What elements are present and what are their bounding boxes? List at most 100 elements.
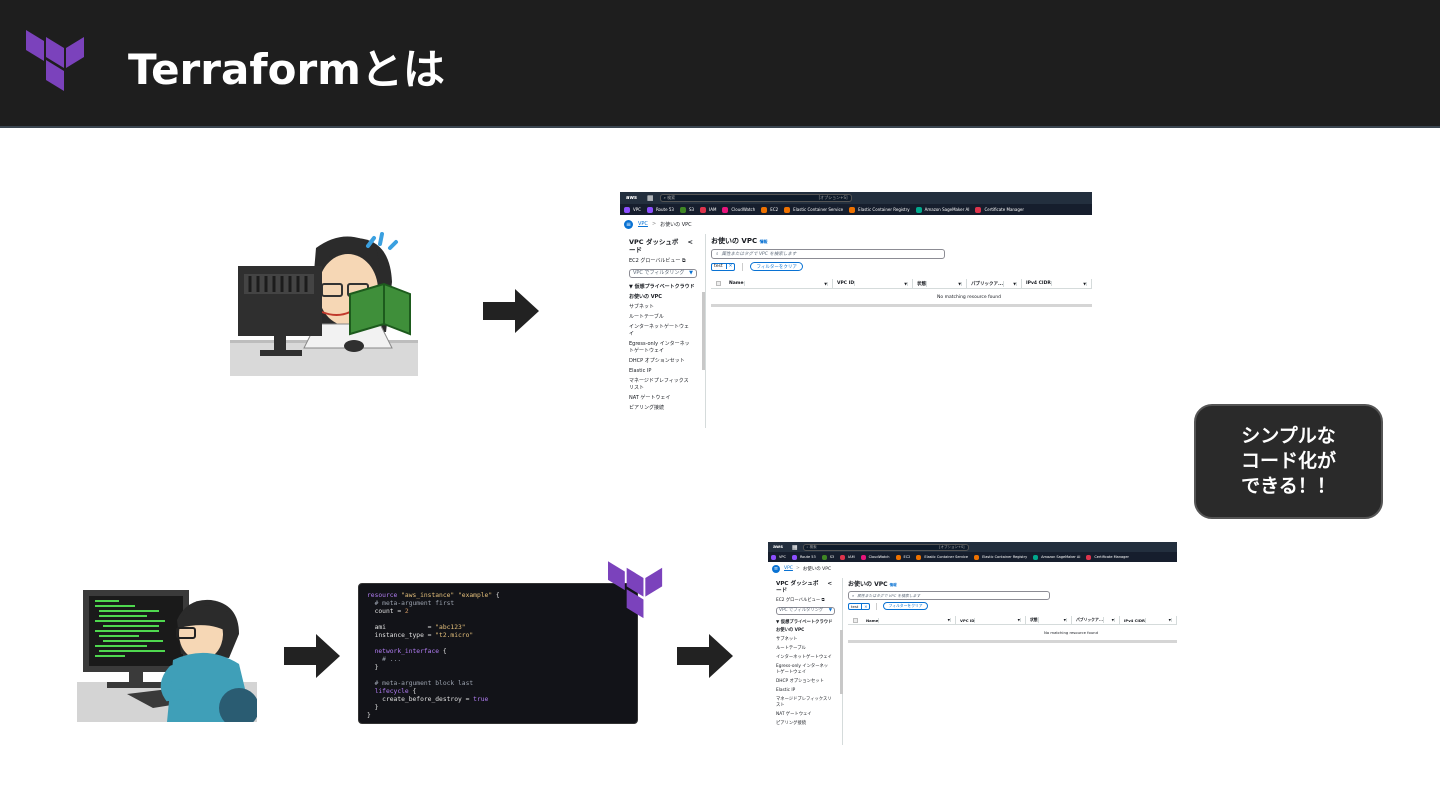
column-label: VPC ID — [837, 281, 856, 286]
favorite-item[interactable]: VPC — [624, 206, 641, 213]
favorite-item[interactable]: Elastic Container Registry — [974, 554, 1027, 560]
favorite-item[interactable]: CloudWatch — [722, 206, 755, 213]
filter-token[interactable]: test✕ — [711, 262, 736, 271]
clear-filters-button[interactable]: フィルターをクリア — [883, 602, 928, 610]
sidebar-item[interactable]: Elastic IP — [776, 688, 796, 693]
sidebar-item[interactable]: ルートテーブル — [629, 314, 664, 320]
empty-message: No matching resource found — [1044, 630, 1098, 635]
sidebar-item[interactable]: マネージドプレフィックスリスト — [629, 378, 689, 391]
breadcrumb-vpc-link[interactable]: VPC — [784, 566, 793, 571]
sidebar-item[interactable]: サブネット — [776, 637, 798, 642]
vpc-search-input[interactable]: ⌕属性またはタグで VPC を検索します — [711, 249, 945, 259]
favorite-label: CloudWatch — [868, 555, 890, 559]
favorite-label: Elastic Container Registry — [858, 207, 910, 212]
service-icon — [1033, 554, 1039, 560]
favorite-item[interactable]: Elastic Container Registry — [849, 206, 910, 213]
sidebar-collapse-icon[interactable]: < — [827, 581, 832, 587]
select-all-checkbox[interactable] — [711, 279, 725, 288]
sidebar-item[interactable]: ピアリング接続 — [629, 405, 665, 411]
close-icon[interactable]: ✕ — [725, 264, 735, 269]
sidebar-item[interactable]: NAT ゲートウェイ — [629, 395, 671, 401]
column-header[interactable]: Name▼ — [862, 616, 956, 624]
favorite-item[interactable]: EC2 — [895, 554, 910, 560]
code-line: # ... — [367, 656, 629, 664]
favorite-item[interactable]: Certificate Manager — [1086, 554, 1129, 560]
favorite-item[interactable]: Route 53 — [791, 554, 816, 560]
column-header[interactable]: VPC ID▼ — [956, 616, 1026, 624]
favorite-label: Elastic Container Service — [924, 555, 969, 559]
service-icon — [821, 554, 827, 560]
info-link[interactable]: 情報 — [759, 239, 768, 244]
favorite-item[interactable]: VPC — [771, 554, 786, 560]
sidebar-item[interactable]: インターネットゲートウェイ — [629, 324, 690, 337]
menu-icon[interactable]: ≡ — [772, 564, 780, 573]
sidebar-item[interactable]: Egress-only インターネットゲートウェイ — [629, 341, 690, 354]
favorite-item[interactable]: Elastic Container Service — [784, 206, 844, 213]
column-header[interactable]: IPv4 CIDR▼ — [1022, 279, 1092, 288]
column-header[interactable]: IPv4 CIDR▼ — [1120, 616, 1177, 624]
favorite-item[interactable]: IAM — [700, 206, 717, 213]
favorite-item[interactable]: Certificate Manager — [975, 206, 1024, 213]
clear-filters-button[interactable]: フィルターをクリア — [750, 262, 803, 271]
favorite-item[interactable]: CloudWatch — [860, 554, 890, 560]
sidebar-section-vpc[interactable]: ▼ 仮想プライベートクラウド — [776, 620, 833, 625]
vpc-filter-select[interactable]: VPC でフィルタリング▼ — [776, 607, 835, 615]
close-icon[interactable]: ✕ — [861, 603, 869, 609]
sidebar-item[interactable]: NAT ゲートウェイ — [776, 712, 812, 717]
favorite-label: Route 53 — [799, 555, 816, 559]
favorite-item[interactable]: Route 53 — [646, 206, 674, 213]
favorite-item[interactable]: Amazon SageMaker AI — [915, 206, 969, 213]
column-header[interactable]: 状態▼ — [1026, 616, 1072, 624]
favorite-item[interactable]: EC2 — [761, 206, 778, 213]
info-link[interactable]: 情報 — [889, 583, 897, 587]
programmer-coding-illustration — [77, 590, 257, 722]
sidebar-section-vpc[interactable]: ▼ 仮想プライベートクラウド — [629, 284, 695, 290]
favorite-item[interactable]: S3 — [821, 554, 834, 560]
favorite-item[interactable]: IAM — [840, 554, 855, 560]
sidebar-item[interactable]: マネージドプレフィックスリスト — [776, 697, 832, 708]
console-search-input[interactable]: ⌕ 検索 [オプション+S] — [802, 543, 969, 551]
sidebar-scrollbar[interactable] — [702, 292, 705, 370]
terraform-logo-icon — [26, 30, 84, 91]
sidebar-item[interactable]: インターネットゲートウェイ — [776, 655, 832, 660]
column-header[interactable]: パブリックア...▼ — [1072, 616, 1120, 624]
column-label: IPv4 CIDR — [1026, 281, 1052, 286]
vpc-sidebar: VPC ダッシュボード < EC2 グローバルビュー ⧉ VPC でフィルタリン… — [620, 234, 706, 428]
vpc-table-header: Name▼VPC ID▼状態▼パブリックア...▼IPv4 CIDR▼ — [848, 616, 1177, 625]
service-icon — [1086, 554, 1092, 560]
favorite-item[interactable]: Amazon SageMaker AI — [1033, 554, 1080, 560]
sidebar-scrollbar[interactable] — [840, 630, 843, 694]
sidebar-item[interactable]: DHCP オプションセット — [776, 679, 824, 684]
column-header[interactable]: 状態▼ — [913, 279, 967, 288]
ec2-global-view-link[interactable]: EC2 グローバルビュー ⧉ — [629, 258, 686, 264]
menu-icon[interactable]: ≡ — [624, 219, 633, 229]
favorite-label: Elastic Container Service — [793, 207, 844, 212]
sidebar-item[interactable]: サブネット — [629, 304, 655, 310]
table-scrollbar[interactable] — [848, 640, 1177, 643]
vpc-search-input[interactable]: ⌕属性またはタグで VPC を検索します — [848, 591, 1050, 600]
column-header[interactable]: VPC ID▼ — [833, 279, 913, 288]
sidebar-item[interactable]: Elastic IP — [629, 368, 652, 374]
sidebar-item[interactable]: Egress-only インターネットゲートウェイ — [776, 664, 829, 675]
ec2-global-view-link[interactable]: EC2 グローバルビュー ⧉ — [776, 598, 825, 603]
sidebar-item[interactable]: お使いの VPC — [629, 294, 662, 300]
favorite-label: IAM — [848, 555, 855, 559]
breadcrumb-vpc-link[interactable]: VPC — [638, 221, 648, 227]
sidebar-item[interactable]: ルートテーブル — [776, 646, 806, 651]
column-header[interactable]: Name▼ — [725, 279, 833, 288]
console-search-input[interactable]: ⌕ 検索 [オプション+S] — [659, 194, 852, 202]
sidebar-item[interactable]: お使いの VPC — [776, 628, 805, 633]
select-all-checkbox[interactable] — [848, 616, 862, 624]
table-scrollbar[interactable] — [711, 304, 1092, 307]
filter-token[interactable]: test✕ — [848, 602, 871, 610]
code-token: lifecycle — [367, 688, 409, 695]
favorite-item[interactable]: Elastic Container Service — [916, 554, 969, 560]
sidebar-item[interactable]: DHCP オプションセット — [629, 358, 685, 364]
sidebar-item[interactable]: ピアリング接続 — [776, 721, 807, 726]
vpc-filter-select[interactable]: VPC でフィルタリング▼ — [629, 269, 697, 278]
favorite-item[interactable]: S3 — [679, 206, 694, 213]
column-header[interactable]: パブリックア...▼ — [967, 279, 1022, 288]
caret-down-icon: ▼ — [828, 608, 832, 613]
sidebar-collapse-icon[interactable]: < — [687, 238, 693, 246]
favorite-label: IAM — [709, 207, 717, 212]
